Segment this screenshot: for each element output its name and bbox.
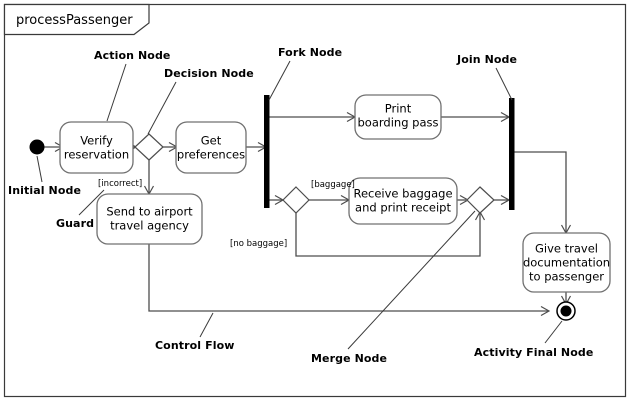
flow-decision-to-agency: [143, 160, 155, 196]
annotation-join-node: Join Node: [456, 53, 517, 101]
annotation-decision-node-label: Decision Node: [164, 67, 254, 80]
annotation-initial-node: Initial Node: [8, 155, 81, 197]
flow-print-to-join: [440, 111, 511, 123]
action-get-preferences-line1: Get: [201, 134, 222, 148]
action-send-to-agency[interactable]: Send to airport travel agency: [96, 193, 203, 245]
flow-fork-to-baggage-decision: [269, 194, 285, 206]
flow-preferences-to-fork: [246, 141, 268, 153]
action-print-boarding-pass[interactable]: Print boarding pass: [354, 94, 442, 140]
initial-node[interactable]: [29, 139, 45, 155]
frame-title-label: processPassenger: [16, 13, 133, 28]
flow-agency-to-final: [148, 228, 551, 317]
action-send-to-agency-line1: Send to airport: [106, 205, 193, 219]
flow-baggage-to-receive: [309, 194, 351, 206]
annotation-initial-node-label: Initial Node: [8, 184, 81, 197]
annotation-fork-node: Fork Node: [268, 46, 342, 101]
annotation-activity-final-node-label: Activity Final Node: [474, 346, 593, 359]
action-give-documentation-line2: documentation: [523, 256, 610, 270]
guard-label-incorrect: [incorrect]: [98, 179, 142, 189]
action-receive-baggage[interactable]: Receive baggage and print receipt: [348, 177, 458, 225]
flow-fork-to-print: [269, 111, 357, 123]
frame-title-tab: [3, 3, 150, 36]
action-get-preferences[interactable]: Get preferences: [175, 121, 247, 174]
action-print-boarding-pass-line1: Print: [385, 102, 412, 116]
diagram-frame: [3, 3, 627, 398]
annotation-control-flow-label: Control Flow: [155, 339, 235, 352]
guard-label-baggage: [baggage]: [311, 180, 355, 190]
action-send-to-agency-line2: travel agency: [110, 219, 189, 233]
join-node-bar[interactable]: [509, 98, 515, 210]
action-receive-baggage-line2: and print receipt: [355, 201, 451, 215]
flow-join-to-documentation: [514, 151, 572, 235]
action-print-boarding-pass-line2: boarding pass: [358, 116, 439, 130]
decision-node-reservation[interactable]: [134, 133, 164, 161]
annotation-action-node: Action Node: [94, 49, 170, 122]
annotation-action-node-label: Action Node: [94, 49, 170, 62]
annotation-merge-node-label: Merge Node: [311, 352, 387, 365]
decision-node-baggage[interactable]: [282, 186, 310, 214]
action-get-preferences-line2: preferences: [177, 148, 245, 162]
action-give-documentation-line3: to passenger: [529, 270, 604, 284]
activity-final-node[interactable]: [556, 301, 576, 321]
action-give-documentation-line1: Give travel: [535, 242, 598, 256]
annotation-guard-label: Guard: [56, 217, 94, 230]
annotation-fork-node-label: Fork Node: [278, 46, 342, 59]
annotation-merge-node: Merge Node: [311, 210, 476, 365]
merge-node[interactable]: [466, 186, 495, 214]
fork-node-bar[interactable]: [264, 95, 270, 208]
action-verify-reservation-line2: reservation: [64, 148, 129, 162]
annotation-join-node-label: Join Node: [456, 53, 517, 66]
annotation-activity-final-node: Activity Final Node: [474, 320, 593, 359]
annotation-control-flow: Control Flow: [155, 312, 235, 352]
flow-merge-to-join: [494, 194, 511, 206]
action-receive-baggage-line1: Receive baggage: [353, 187, 452, 201]
action-give-documentation[interactable]: Give travel documentation to passenger: [522, 232, 611, 293]
action-verify-reservation-line1: Verify: [80, 134, 113, 148]
annotation-guard: Guard: [56, 189, 105, 230]
flow-decision-to-preferences: [163, 141, 179, 153]
action-verify-reservation[interactable]: Verify reservation: [59, 121, 134, 174]
guard-label-no-baggage: [no baggage]: [230, 239, 287, 249]
annotation-decision-node: Decision Node: [147, 67, 254, 135]
